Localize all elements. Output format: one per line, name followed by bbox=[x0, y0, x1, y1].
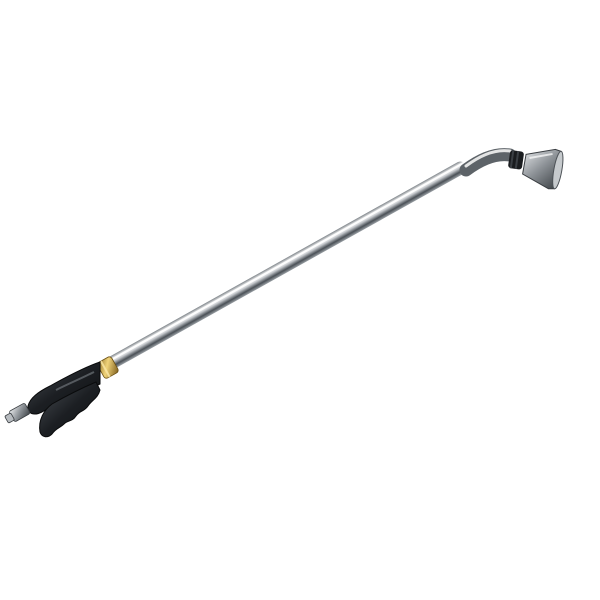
pistol-grip-handle bbox=[27, 361, 101, 438]
spray-head bbox=[522, 148, 564, 190]
brass-collar bbox=[97, 356, 119, 379]
nozzle-coupling bbox=[508, 150, 524, 170]
shaft-bend bbox=[459, 148, 517, 177]
hose-connector bbox=[4, 403, 31, 424]
shaft bbox=[106, 161, 467, 369]
